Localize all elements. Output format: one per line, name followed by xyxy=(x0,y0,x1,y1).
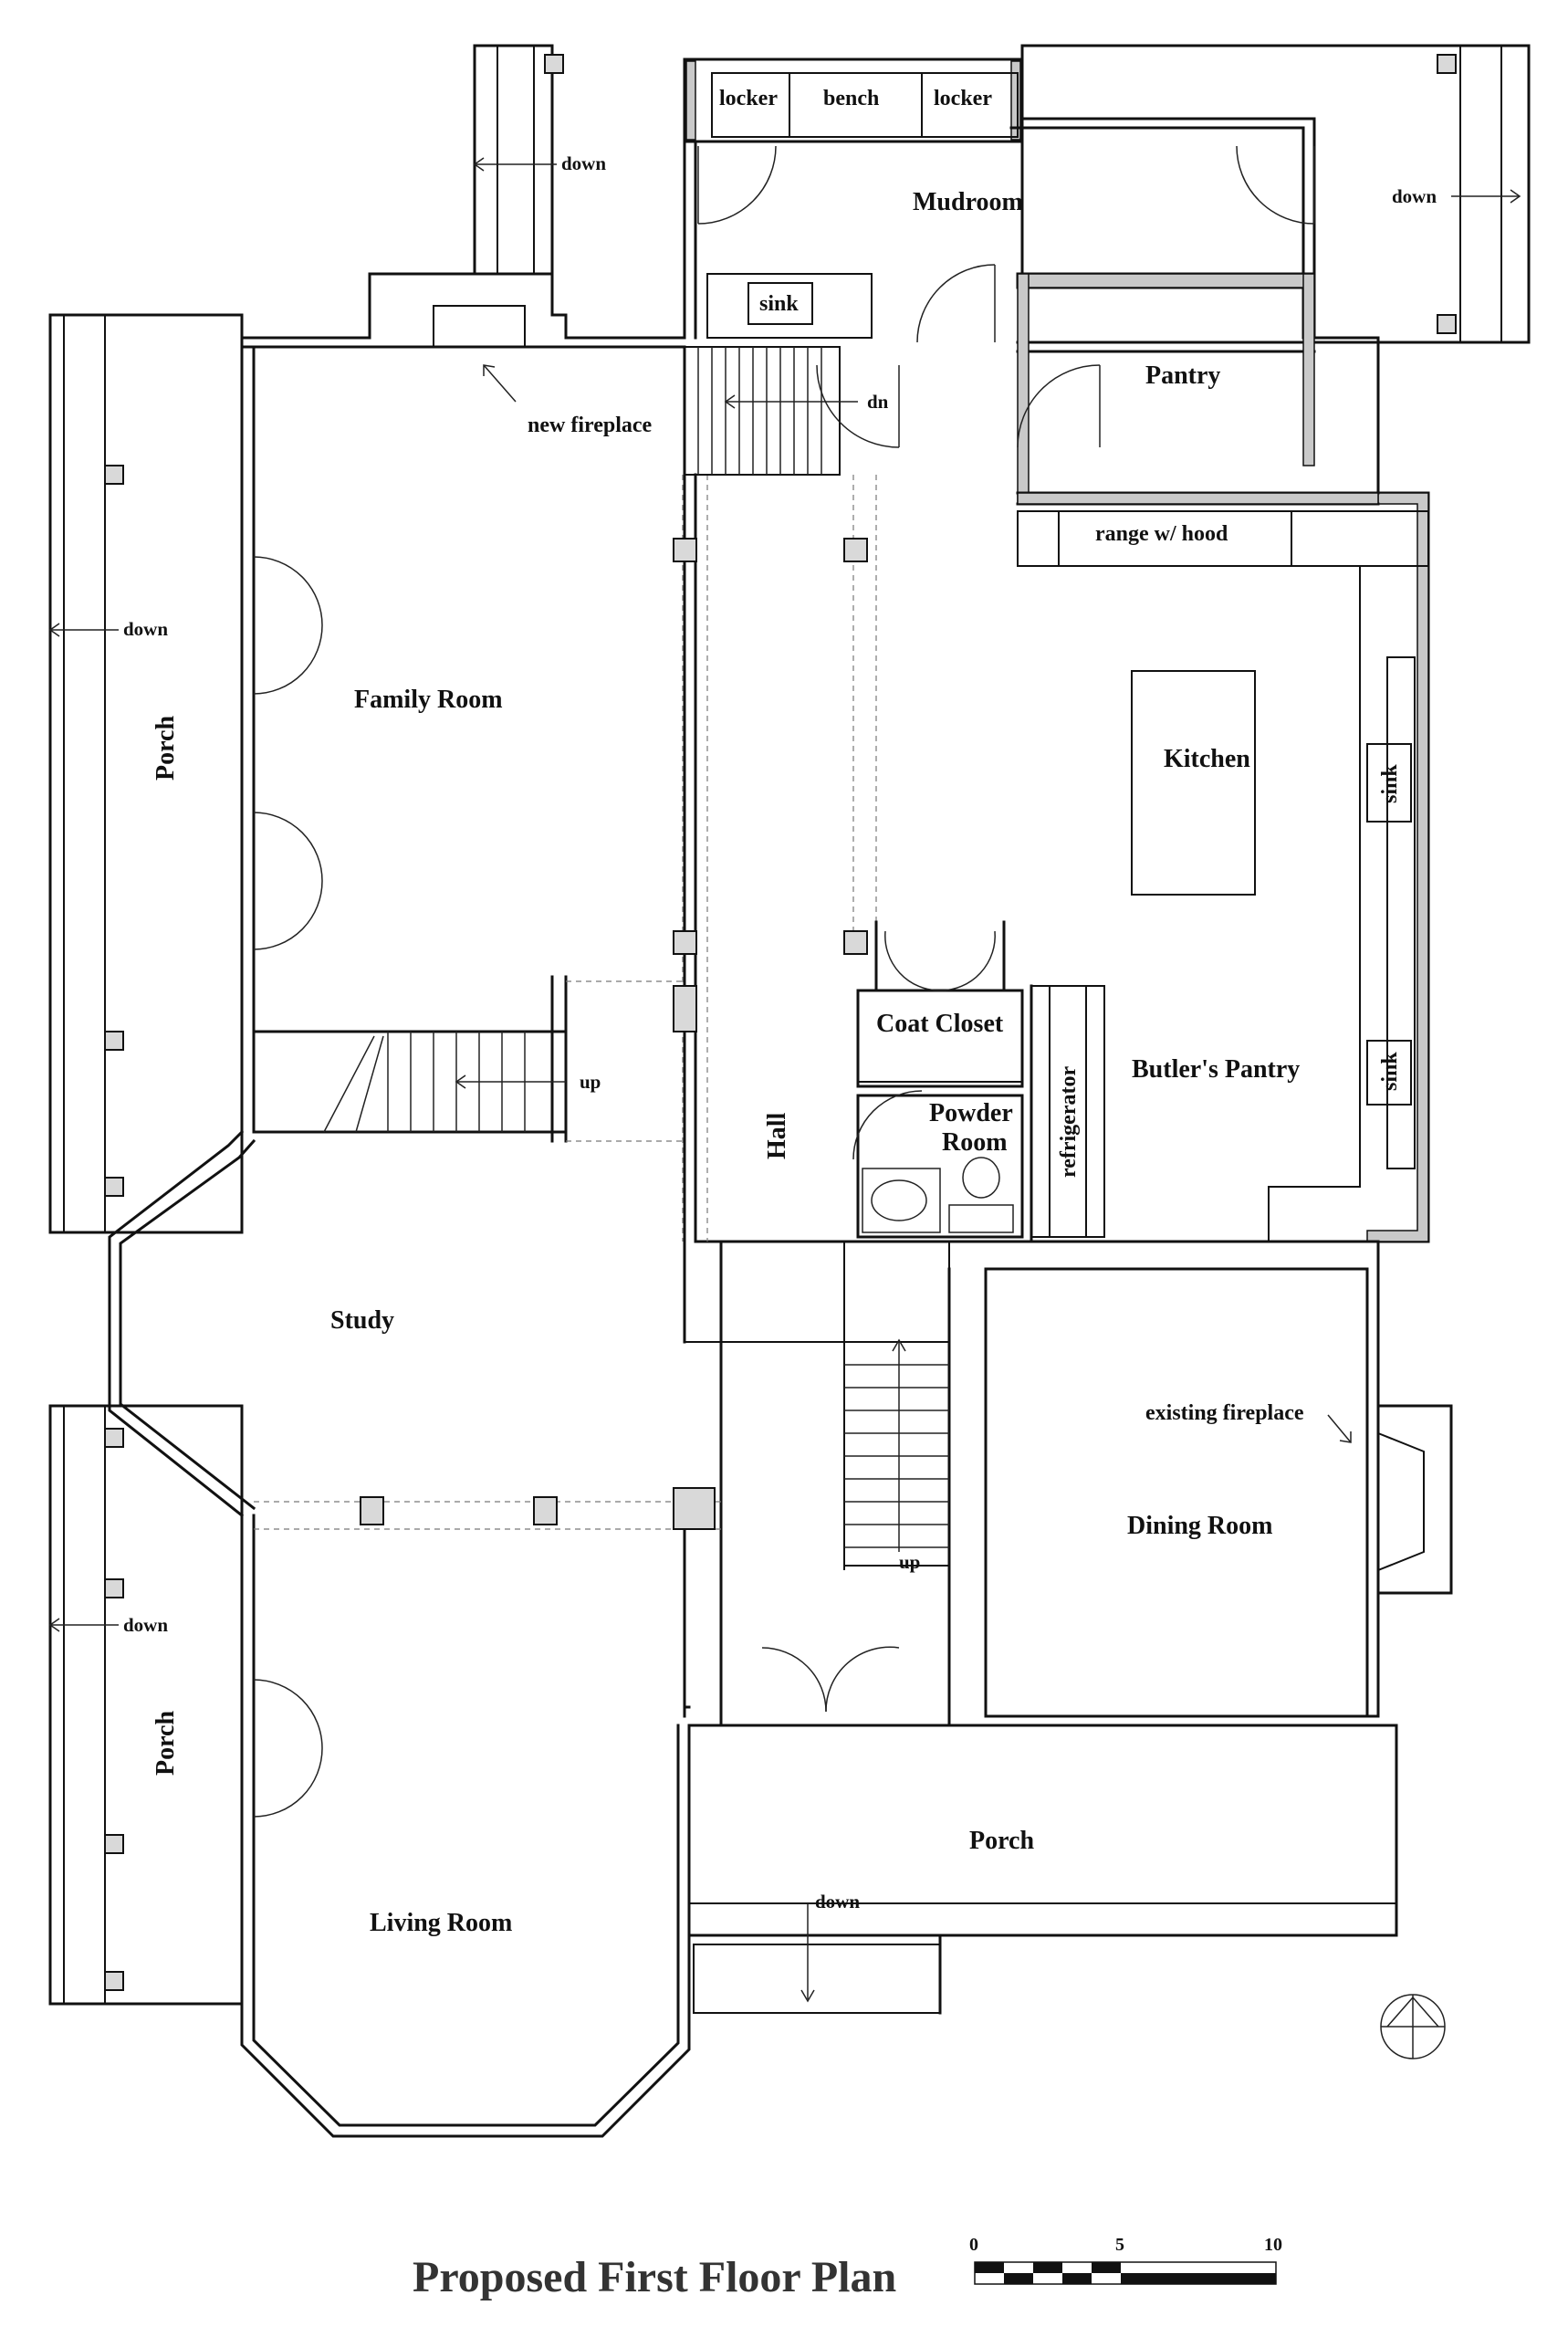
scale-label-10: 10 xyxy=(1264,2235,1282,2255)
locker-left-label: locker xyxy=(719,87,778,110)
down-mudroom-left-label: down xyxy=(561,152,606,174)
exterior-walls xyxy=(48,44,1531,2138)
plan-title: Proposed First Floor Plan xyxy=(413,2253,896,2301)
door-swings xyxy=(253,145,1315,1818)
locker-right-label: locker xyxy=(934,87,992,110)
kitchen-sink-label: sink xyxy=(1378,764,1402,803)
study-label: Study xyxy=(330,1306,394,1335)
room-labels: Mudroom Pantry Kitchen Family Room Hall … xyxy=(152,188,1300,1937)
up-family-label: up xyxy=(580,1071,601,1093)
dn-basement-label: dn xyxy=(867,391,889,413)
stair-labels: down down down down down dn up up xyxy=(123,152,1437,1913)
direction-arrows xyxy=(48,157,1521,2003)
butler-sink-label: sink xyxy=(1378,1052,1402,1091)
refrigerator-label: refrigerator xyxy=(1057,1066,1081,1178)
living-room-label: Living Room xyxy=(370,1909,512,1937)
porch-west-lower-label: Porch xyxy=(152,1711,180,1776)
dining-room-label: Dining Room xyxy=(1127,1512,1272,1540)
butlers-pantry-label: Butler's Pantry xyxy=(1132,1055,1300,1084)
powder-room-label-2: Room xyxy=(942,1128,1008,1157)
up-hall-label: up xyxy=(899,1551,920,1573)
existing-fireplace-label: existing fireplace xyxy=(1145,1401,1304,1425)
kitchen-walls xyxy=(856,272,1429,1243)
porch-south-label: Porch xyxy=(969,1827,1034,1855)
down-porch-lower-label: down xyxy=(123,1614,168,1636)
fixture-labels: locker bench locker sink range w/ hood s… xyxy=(528,87,1402,1425)
mudroom-fixtures xyxy=(684,72,1019,476)
mudroom-sink-label: sink xyxy=(759,292,799,316)
powder-room-label-1: Powder xyxy=(929,1099,1013,1127)
hall-label: Hall xyxy=(763,1112,791,1159)
scale-label-0: 0 xyxy=(969,2235,978,2255)
porch-west-upper-label: Porch xyxy=(152,716,180,781)
scale-label-5: 5 xyxy=(1115,2235,1124,2255)
pantry-label: Pantry xyxy=(1145,362,1220,390)
mudroom-label: Mudroom xyxy=(913,188,1023,216)
family-room-label: Family Room xyxy=(354,686,503,714)
bench-label: bench xyxy=(823,87,879,110)
coat-closet-label: Coat Closet xyxy=(876,1010,1004,1038)
hall-stair xyxy=(843,1338,950,1567)
columns xyxy=(104,54,1457,1991)
scale-bar: 0 5 10 xyxy=(969,2235,1282,2285)
range-label: range w/ hood xyxy=(1095,522,1228,546)
kitchen-label: Kitchen xyxy=(1164,745,1250,773)
down-mudroom-right-label: down xyxy=(1392,185,1437,207)
down-porch-upper-label: down xyxy=(123,618,168,640)
north-arrow-icon xyxy=(1380,1994,1446,2059)
down-porch-south-label: down xyxy=(815,1891,860,1913)
new-fireplace-label: new fireplace xyxy=(528,414,653,437)
